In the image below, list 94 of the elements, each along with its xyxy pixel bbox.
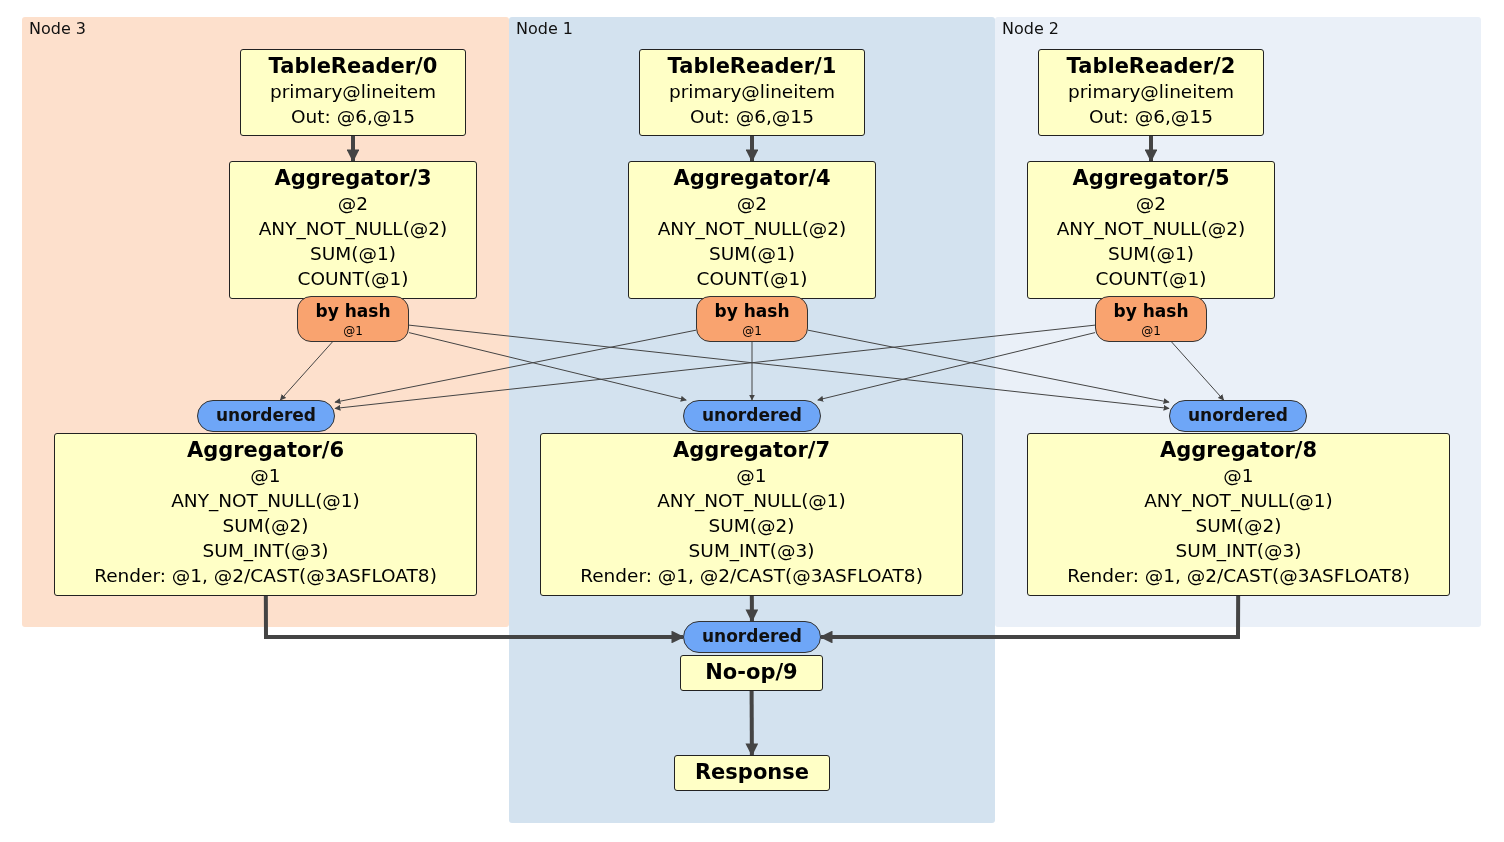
operator-title: TableReader/0	[267, 54, 439, 79]
operator-title: by hash	[713, 300, 791, 322]
operator-title: Aggregator/8	[1158, 438, 1319, 463]
arrow	[817, 332, 1096, 402]
operator-box	[240, 49, 466, 136]
operator-detail: @1	[342, 323, 364, 340]
arrow	[1144, 136, 1158, 163]
operator-title: unordered	[700, 404, 804, 427]
operator-detail: SUM(@1)	[1107, 242, 1195, 266]
arrow	[745, 596, 759, 623]
operator-detail: primary@lineitem	[268, 80, 438, 104]
hash-router-badge	[1095, 296, 1207, 342]
arrow	[346, 136, 360, 163]
operator-detail: SUM(@2)	[221, 514, 310, 538]
operator-box	[1027, 161, 1275, 299]
operator-title: Response	[693, 760, 811, 785]
operator-title: Aggregator/6	[185, 438, 346, 463]
operator-detail: SUM_INT(@3)	[687, 539, 816, 563]
operator-detail: @1	[1222, 464, 1255, 488]
operator-title: Aggregator/4	[672, 166, 832, 191]
arrow	[819, 596, 1241, 644]
operator-detail: COUNT(@1)	[296, 267, 410, 291]
operator-box	[680, 655, 823, 691]
operator-box	[229, 161, 477, 299]
operator-detail: @2	[336, 192, 370, 216]
operator-detail: @1	[249, 464, 282, 488]
operator-detail: SUM_INT(@3)	[201, 539, 330, 563]
hash-router-badge	[696, 296, 808, 342]
operator-box	[54, 433, 477, 596]
panel-label: Node 1	[516, 19, 574, 38]
operator-detail: SUM(@1)	[708, 242, 796, 266]
operator-title: TableReader/1	[666, 54, 838, 79]
operator-box	[540, 433, 963, 596]
cluster-panel	[22, 17, 509, 627]
operator-detail: Render: @1, @2/CAST(@3ASFLOAT8)	[1066, 564, 1411, 588]
operator-detail: COUNT(@1)	[695, 267, 809, 291]
operator-detail: Out: @6,@15	[290, 105, 416, 129]
cluster-panel	[995, 17, 1481, 627]
operator-title: Aggregator/5	[1071, 166, 1231, 191]
arrow	[334, 329, 697, 405]
arrow	[745, 136, 759, 163]
operator-box	[639, 49, 865, 136]
operator-detail: ANY_NOT_NULL(@2)	[656, 217, 848, 241]
operator-detail: Render: @1, @2/CAST(@3ASFLOAT8)	[579, 564, 924, 588]
arrow	[408, 324, 1170, 411]
ordering-badge	[197, 400, 335, 432]
operator-detail: Out: @6,@15	[689, 105, 815, 129]
cluster-panel	[509, 17, 995, 823]
arrow	[749, 341, 755, 401]
operator-detail: ANY_NOT_NULL(@2)	[257, 217, 449, 241]
operator-detail: COUNT(@1)	[1094, 267, 1208, 291]
operator-detail: Render: @1, @2/CAST(@3ASFLOAT8)	[93, 564, 438, 588]
operator-detail: @1	[741, 323, 763, 340]
operator-title: Aggregator/3	[273, 166, 433, 191]
operator-detail: SUM(@2)	[1194, 514, 1283, 538]
ordering-badge	[683, 621, 821, 653]
operator-detail: ANY_NOT_NULL(@1)	[1143, 489, 1334, 513]
operator-title: unordered	[1186, 404, 1290, 427]
arrow	[745, 691, 759, 757]
operator-box	[1027, 433, 1450, 596]
ordering-badge	[1169, 400, 1307, 432]
operator-detail: ANY_NOT_NULL(@1)	[656, 489, 847, 513]
operator-title: by hash	[1112, 300, 1190, 322]
operator-box	[628, 161, 876, 299]
operator-detail: Out: @6,@15	[1088, 105, 1214, 129]
operator-detail: @1	[1140, 323, 1162, 340]
hash-router-badge	[297, 296, 409, 342]
operator-detail: ANY_NOT_NULL(@1)	[170, 489, 361, 513]
operator-title: No-op/9	[704, 660, 799, 685]
operator-detail: primary@lineitem	[1066, 80, 1236, 104]
operator-detail: SUM(@1)	[309, 242, 397, 266]
operator-title: unordered	[700, 625, 804, 648]
panel-label: Node 2	[1002, 19, 1060, 38]
operator-title: by hash	[314, 300, 392, 322]
arrow	[408, 332, 687, 402]
operator-detail: @2	[735, 192, 769, 216]
arrow	[279, 341, 333, 401]
operator-box	[1038, 49, 1264, 136]
operator-detail: @1	[735, 464, 768, 488]
arrow	[334, 324, 1096, 411]
operator-title: unordered	[214, 404, 318, 427]
operator-box	[674, 755, 830, 791]
arrow	[263, 596, 685, 644]
panel-label: Node 3	[29, 19, 87, 38]
operator-detail: primary@lineitem	[667, 80, 837, 104]
operator-title: Aggregator/7	[671, 438, 832, 463]
operator-title: TableReader/2	[1065, 54, 1237, 79]
operator-detail: ANY_NOT_NULL(@2)	[1055, 217, 1247, 241]
operator-detail: @2	[1134, 192, 1168, 216]
arrow	[807, 329, 1170, 405]
operator-detail: SUM(@2)	[707, 514, 796, 538]
arrow	[1171, 341, 1225, 401]
operator-detail: SUM_INT(@3)	[1174, 539, 1303, 563]
ordering-badge	[683, 400, 821, 432]
